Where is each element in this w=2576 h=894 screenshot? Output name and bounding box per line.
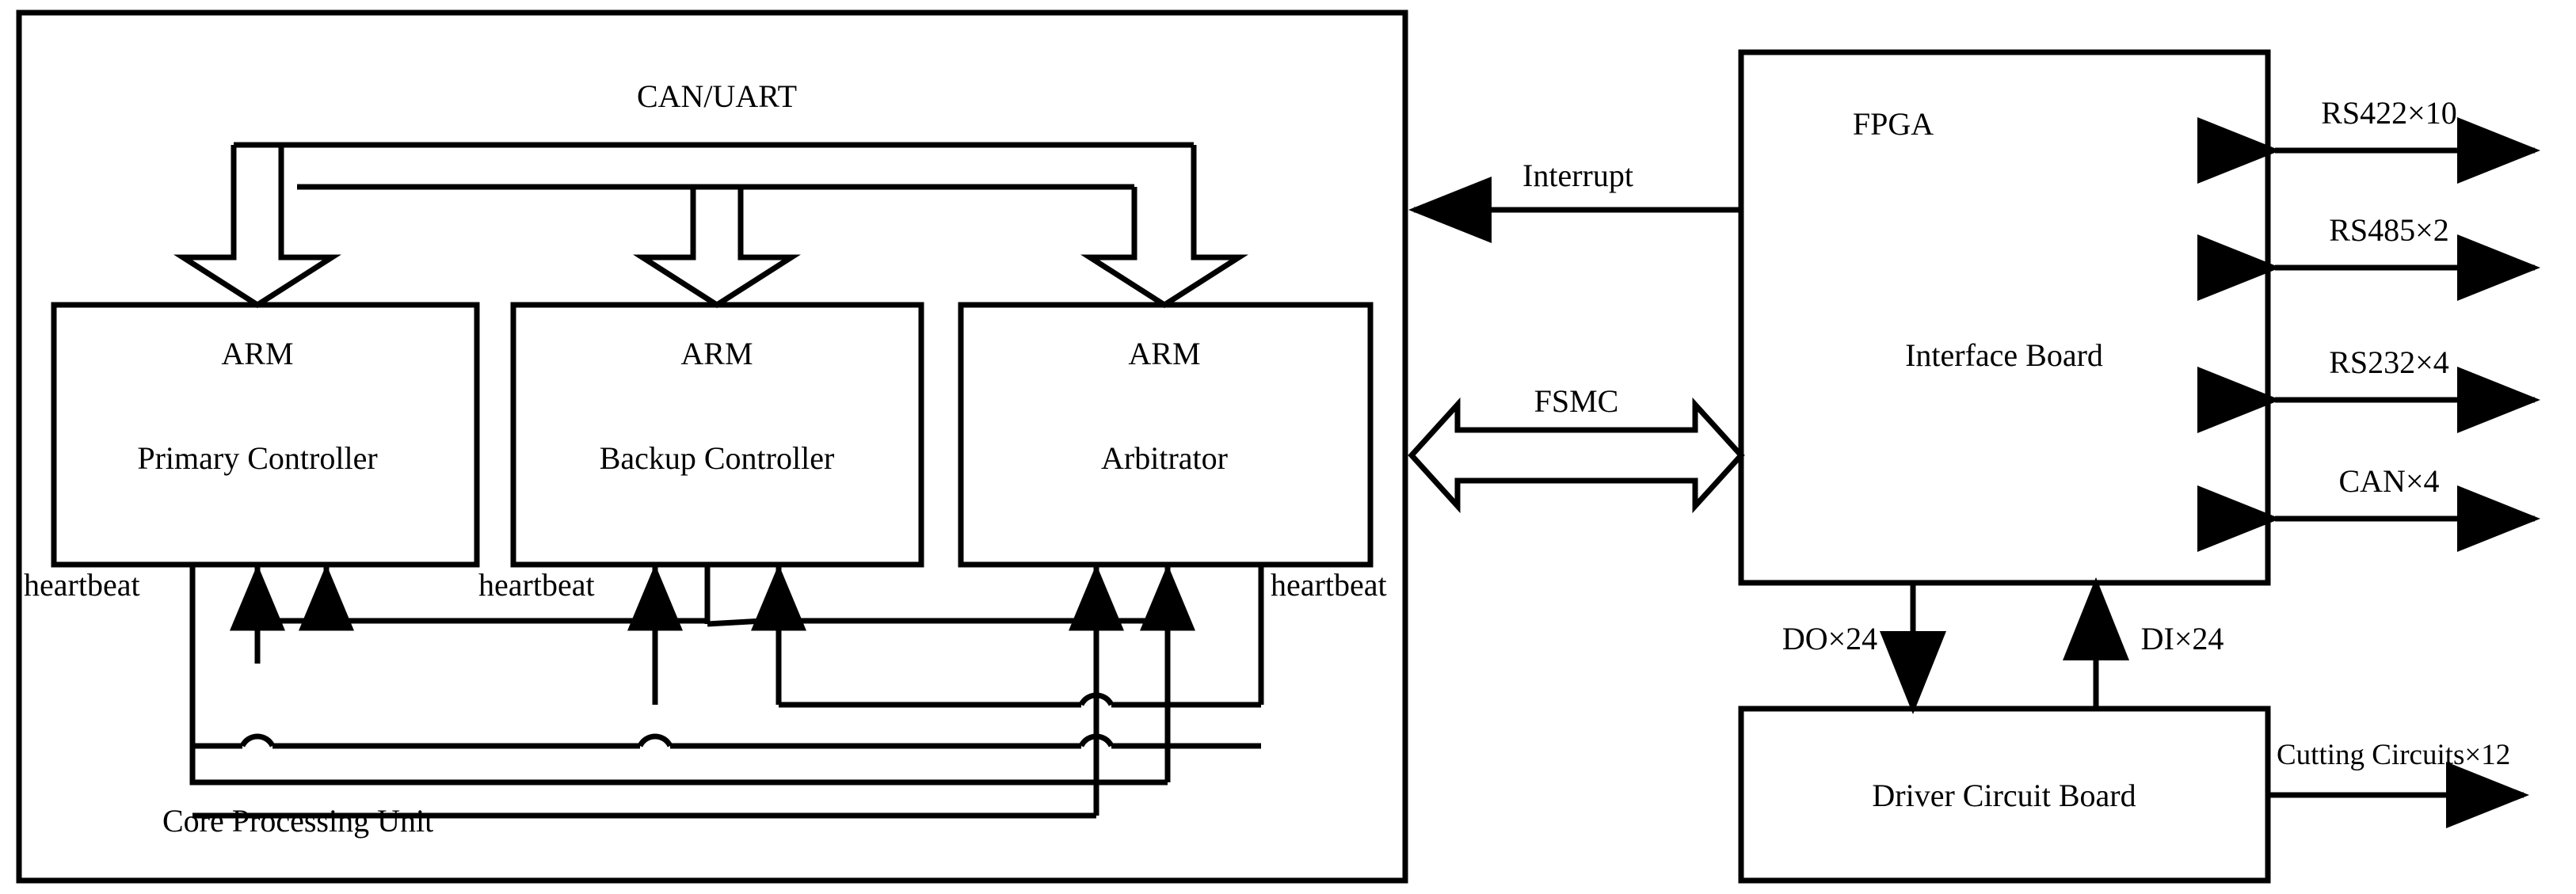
heartbeat-row1-c xyxy=(707,618,764,627)
core-processing-unit-box xyxy=(16,10,1408,884)
core-unit-label: Core Processing Unit xyxy=(162,803,433,839)
heartbeat-hop-r3-325 xyxy=(239,733,276,748)
heartbeat-row4 xyxy=(189,746,1168,786)
can4-label: CAN×4 xyxy=(2338,463,2439,499)
rs232-label: RS232×4 xyxy=(2329,344,2448,380)
arm-primary-type: ARM xyxy=(221,336,293,371)
arm-backup-role: Backup Controller xyxy=(600,440,835,476)
do-label: DO×24 xyxy=(1782,621,1877,656)
fsmc-double-arrow xyxy=(1408,397,1745,514)
interface-board-box[interactable] xyxy=(1738,49,2271,586)
heartbeat-hop-r3-827 xyxy=(637,733,673,748)
arm-box-backup[interactable] xyxy=(510,302,924,568)
bus-arrow-to-backup xyxy=(633,187,801,309)
arm-arbitrator-type: ARM xyxy=(1128,336,1200,371)
arm-backup-type: ARM xyxy=(680,336,753,371)
arm-arbitrator-role: Arbitrator xyxy=(1101,440,1228,476)
heartbeat-label-left: heartbeat xyxy=(24,567,140,603)
heartbeat-label-middle: heartbeat xyxy=(478,567,595,603)
interrupt-label: Interrupt xyxy=(1522,158,1633,193)
fsmc-label: FSMC xyxy=(1534,383,1619,419)
heartbeat-hop-r1-983 xyxy=(760,608,797,622)
bus-arrow-to-primary xyxy=(173,145,341,309)
heartbeat-hop-r3-1384 xyxy=(1078,733,1115,748)
bus-arrow-to-arbitrator xyxy=(1080,145,1248,309)
interface-arrow-group xyxy=(2197,117,2540,552)
arm-primary-role: Primary Controller xyxy=(137,440,377,476)
di-label: DI×24 xyxy=(2141,621,2224,656)
heartbeat-label-right: heartbeat xyxy=(1271,567,1387,603)
interface-board-label: Interface Board xyxy=(1905,337,2103,373)
bus-label: CAN/UART xyxy=(637,78,797,114)
fpga-tag: FPGA xyxy=(1853,106,1934,142)
driver-board-label: Driver Circuit Board xyxy=(1872,778,2136,813)
heartbeat-hop-r2-1384 xyxy=(1078,692,1115,706)
rs485-label: RS485×2 xyxy=(2329,212,2448,248)
heartbeat-hop-r1-1384 xyxy=(1078,608,1115,622)
heartbeat-hop-r1-412 xyxy=(308,608,345,622)
cutting-circuits-label: Cutting Circuits×12 xyxy=(2277,739,2510,771)
rs422-label: RS422×10 xyxy=(2321,95,2456,131)
heartbeat-network xyxy=(189,564,1264,819)
